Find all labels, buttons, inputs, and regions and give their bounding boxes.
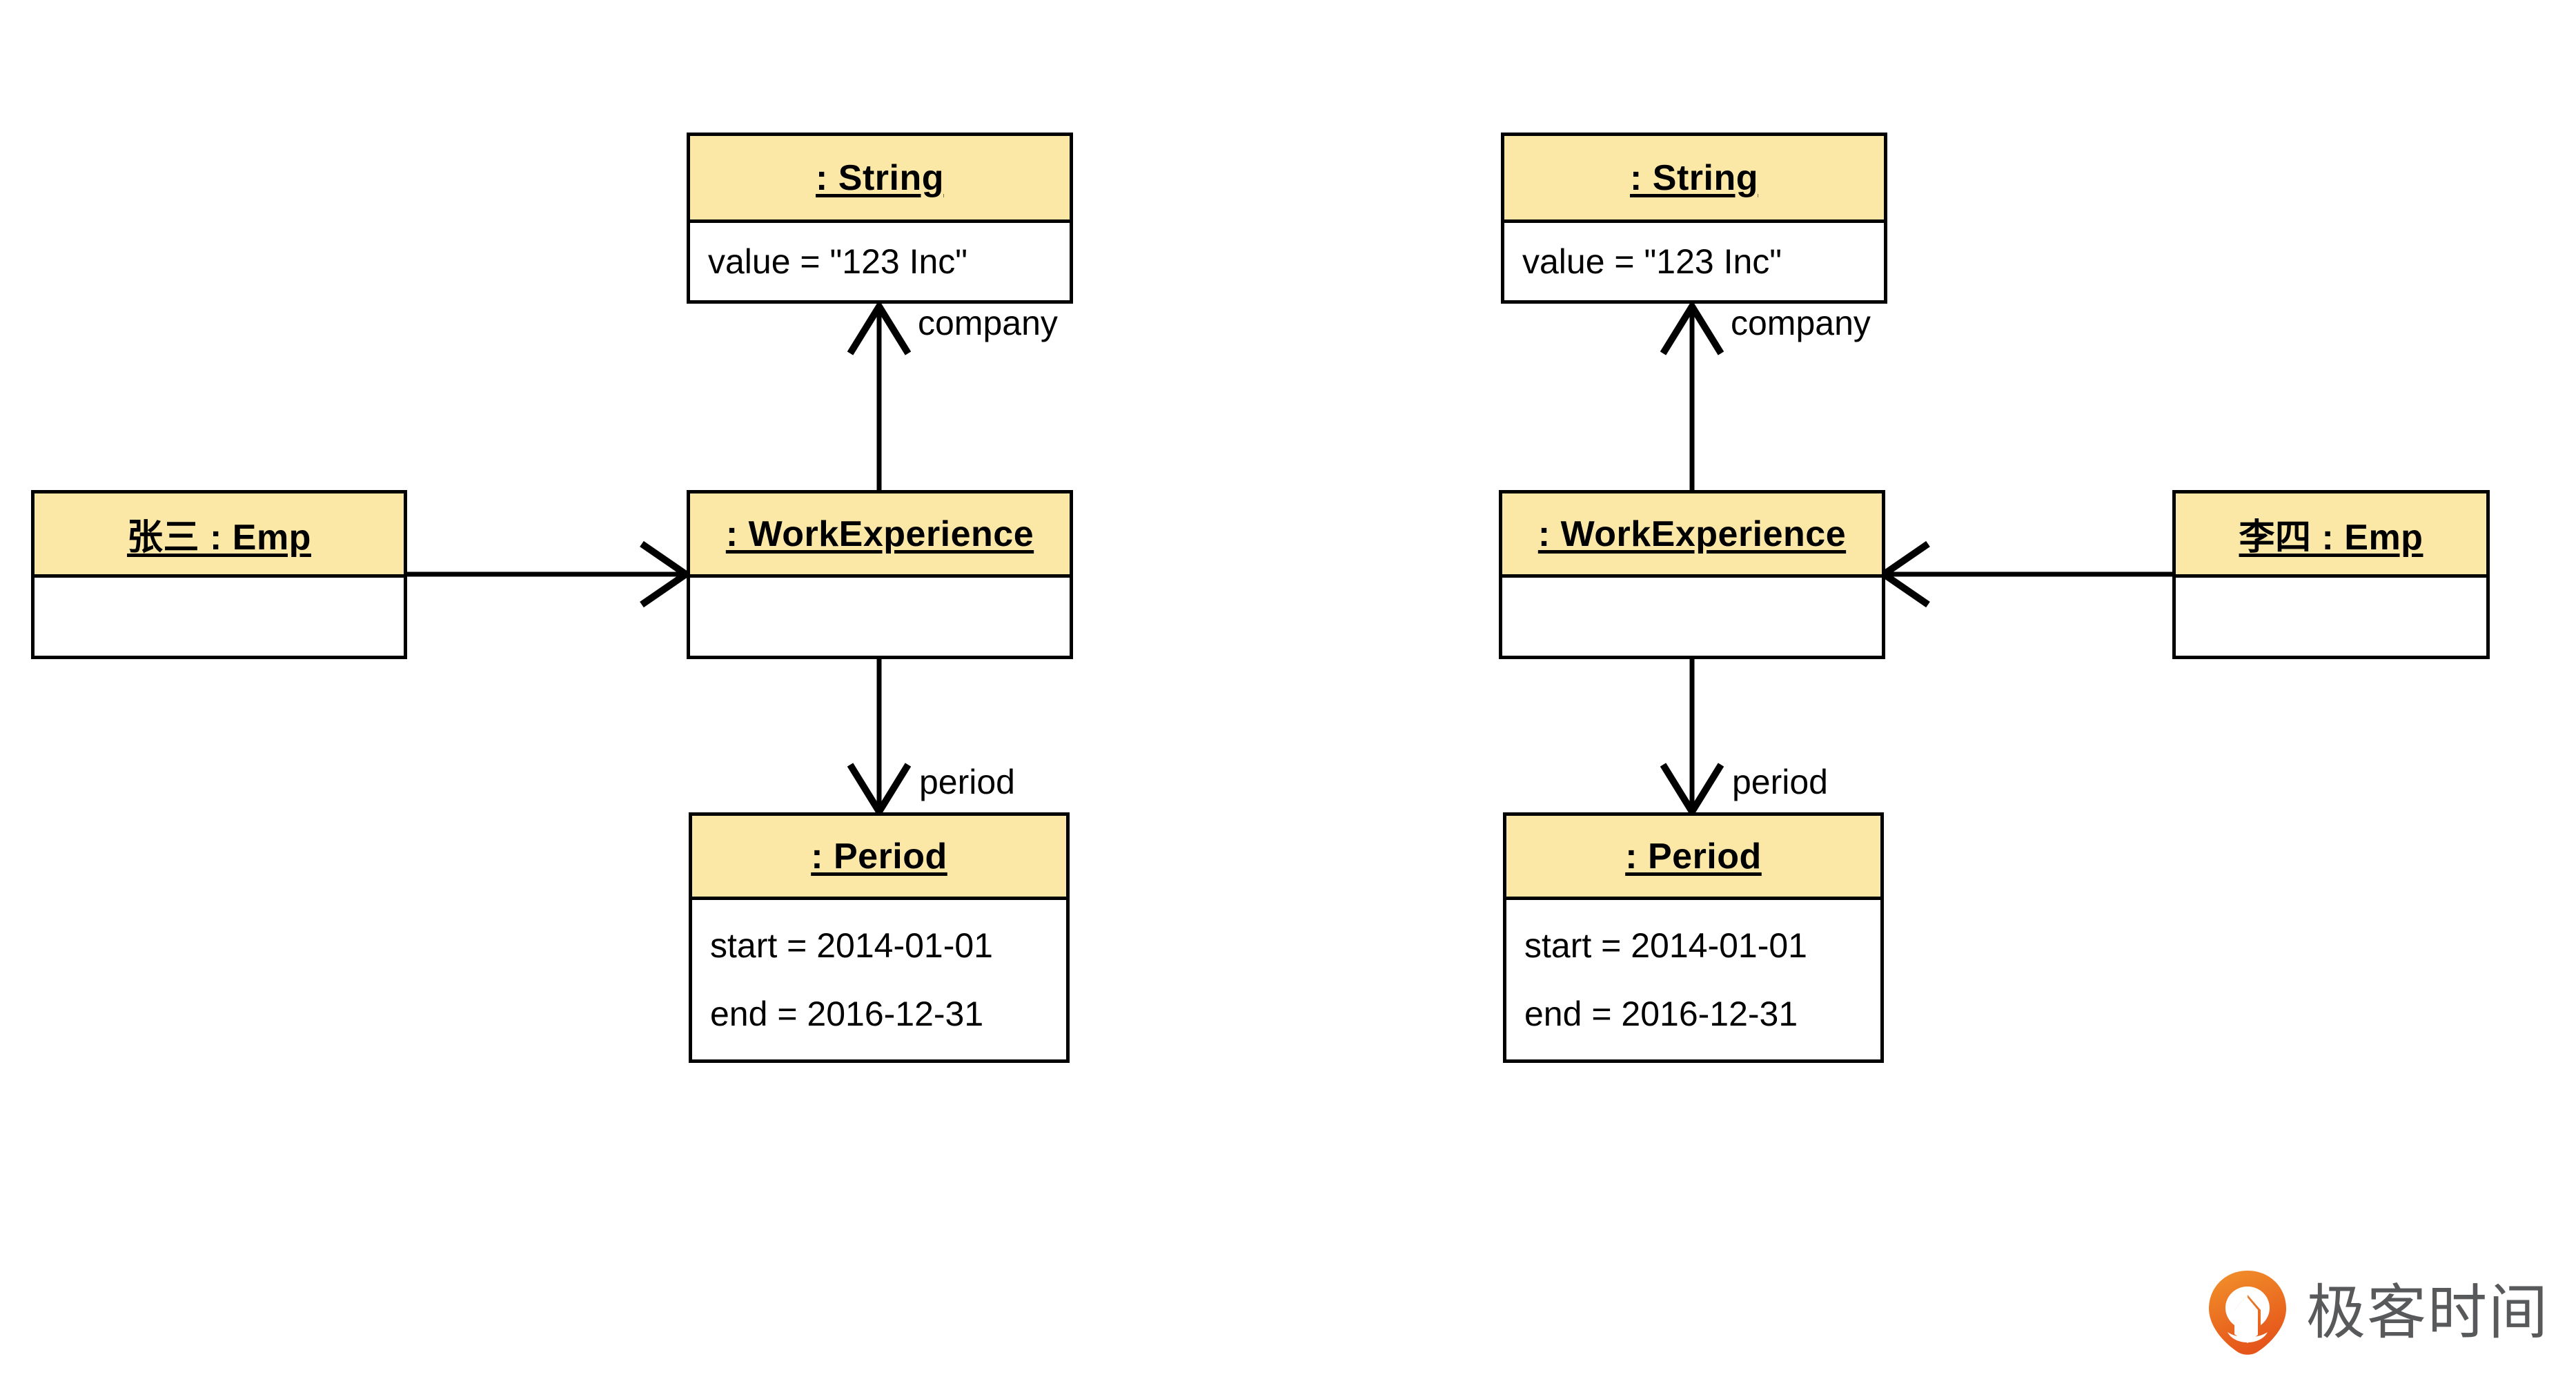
edge-label-company-right: company: [1731, 304, 1871, 342]
edge-left-emp-to-work: [407, 540, 692, 608]
attribute-row: value = "123 Inc": [708, 242, 968, 281]
object-box-workexperience-left[interactable]: : WorkExperience: [687, 490, 1073, 659]
object-attributes: start = 2014-01-01 end = 2016-12-31: [692, 900, 1066, 1059]
geektime-logo-icon: [2207, 1269, 2288, 1357]
object-attributes: [690, 578, 1070, 656]
edge-label-period-right: period: [1732, 763, 1828, 801]
object-title: : String: [1630, 157, 1758, 198]
object-title: : WorkExperience: [725, 514, 1034, 554]
object-box-emp-left[interactable]: 张三 : Emp: [31, 490, 407, 659]
edge-label-company-left: company: [918, 304, 1058, 342]
object-header: : String: [1504, 136, 1884, 223]
edge-right-work-to-string: [1660, 300, 1724, 490]
object-box-workexperience-right[interactable]: : WorkExperience: [1499, 490, 1885, 659]
object-attributes: [2176, 578, 2486, 656]
attribute-row: end = 2016-12-31: [1524, 994, 1798, 1033]
object-header: 张三 : Emp: [35, 493, 404, 578]
attribute-row: start = 2014-01-01: [1524, 926, 1807, 965]
attribute-row: end = 2016-12-31: [710, 994, 984, 1033]
edge-label-period-left: period: [919, 763, 1015, 801]
object-attributes: start = 2014-01-01 end = 2016-12-31: [1506, 900, 1880, 1059]
object-title: 李四 : Emp: [2239, 518, 2423, 558]
object-box-string-right[interactable]: : String value = "123 Inc": [1501, 133, 1887, 304]
attribute-row: start = 2014-01-01: [710, 926, 993, 965]
attribute-row: value = "123 Inc": [1522, 242, 1782, 281]
edge-left-work-to-string: [847, 300, 912, 490]
edge-right-emp-to-work: [1878, 540, 2172, 608]
object-box-period-left[interactable]: : Period start = 2014-01-01 end = 2016-1…: [689, 812, 1070, 1063]
geektime-watermark: 极客时间: [2207, 1269, 2549, 1357]
object-header: : String: [690, 136, 1070, 223]
watermark-brand-text: 极客时间: [2306, 1280, 2549, 1346]
object-header: : WorkExperience: [690, 493, 1070, 578]
edge-left-work-to-period: [847, 659, 912, 819]
object-attributes: value = "123 Inc": [1504, 223, 1884, 300]
object-header: : Period: [692, 816, 1066, 900]
object-header: 李四 : Emp: [2176, 493, 2486, 578]
object-title: : Period: [1625, 836, 1762, 877]
object-attributes: [35, 578, 404, 656]
object-box-period-right[interactable]: : Period start = 2014-01-01 end = 2016-1…: [1503, 812, 1884, 1063]
object-box-string-left[interactable]: : String value = "123 Inc": [687, 133, 1073, 304]
object-title: : Period: [811, 836, 947, 877]
object-header: : Period: [1506, 816, 1880, 900]
object-title: 张三 : Emp: [127, 518, 311, 558]
edge-right-work-to-period: [1660, 659, 1724, 819]
object-attributes: value = "123 Inc": [690, 223, 1070, 300]
object-box-emp-right[interactable]: 李四 : Emp: [2172, 490, 2490, 659]
object-header: : WorkExperience: [1502, 493, 1882, 578]
object-title: : String: [816, 157, 944, 198]
object-attributes: [1502, 578, 1882, 656]
object-title: : WorkExperience: [1537, 514, 1847, 554]
